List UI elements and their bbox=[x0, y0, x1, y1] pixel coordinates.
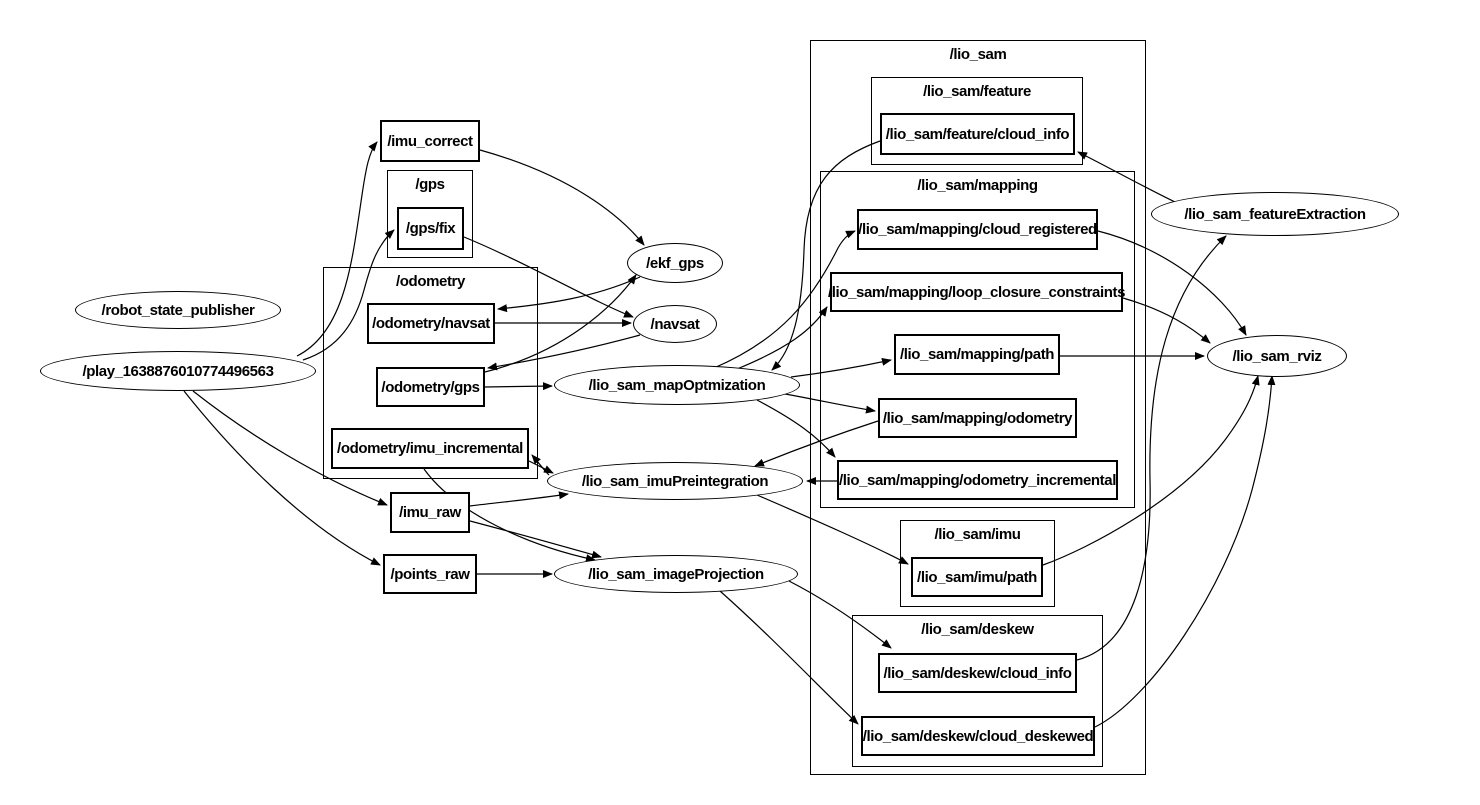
topic-label-gps-fix: /gps/fix bbox=[405, 220, 456, 237]
topic-box-lio-sam-deskew-cloud-info[interactable]: /lio_sam/deskew/cloud_info bbox=[878, 653, 1077, 693]
node-ellipse-lio-sam-imu-preintegration[interactable]: /lio_sam_imuPreintegration bbox=[547, 462, 803, 500]
edge-imu_raw-to-imu_preintegration bbox=[469, 491, 569, 507]
topic-label-lio-sam-mapping-odometry-incremental: /lio_sam/mapping/odometry_incremental bbox=[839, 471, 1116, 489]
node-label-ekf-gps: /ekf_gps bbox=[646, 254, 704, 272]
topic-box-points-raw[interactable]: /points_raw bbox=[383, 554, 477, 594]
topic-label-odometry-navsat: /odometry/navsat bbox=[372, 315, 490, 332]
topic-label-imu-correct: /imu_correct bbox=[387, 132, 473, 150]
topic-label-lio-sam-mapping-path: /lio_sam/mapping/path bbox=[899, 346, 1055, 363]
topic-box-gps-fix[interactable]: /gps/fix bbox=[397, 207, 464, 250]
node-label-navsat: /navsat bbox=[650, 315, 700, 333]
node-label-lio-sam-image-projection: /lio_sam_imageProjection bbox=[588, 565, 764, 583]
node-label-play: /play_1638876010774496563 bbox=[82, 362, 274, 380]
topic-label-lio-sam-feature-cloud-info: /lio_sam/feature/cloud_info bbox=[885, 125, 1070, 143]
edge-imu_correct-to-ekf_gps bbox=[479, 149, 645, 246]
node-ellipse-lio-sam-map-optmization[interactable]: /lio_sam_mapOptmization bbox=[554, 365, 800, 405]
topic-label-lio-sam-deskew-cloud-info: /lio_sam/deskew/cloud_info bbox=[883, 664, 1072, 682]
node-ellipse-robot-state-publisher[interactable]: /robot_state_publisher bbox=[75, 291, 281, 329]
namespace-box-gps: /gps bbox=[387, 170, 473, 258]
topic-box-lio-sam-mapping-odometry[interactable]: /lio_sam/mapping/odometry bbox=[878, 398, 1077, 438]
topic-box-odometry-gps[interactable]: /odometry/gps bbox=[376, 367, 485, 407]
topic-label-imu-raw: /imu_raw bbox=[399, 504, 461, 521]
topic-box-lio-sam-mapping-odometry-incremental[interactable]: /lio_sam/mapping/odometry_incremental bbox=[837, 460, 1118, 500]
topic-label-points-raw: /points_raw bbox=[390, 565, 470, 583]
topic-box-lio-sam-mapping-loop-closure-constraints[interactable]: /lio_sam/mapping/loop_closure_constraint… bbox=[828, 272, 1126, 312]
topic-box-odometry-imu-incremental[interactable]: /odometry/imu_incremental bbox=[331, 428, 529, 469]
node-label-lio-sam-map-optmization: /lio_sam_mapOptmization bbox=[588, 376, 766, 394]
topic-label-lio-sam-mapping-odometry: /lio_sam/mapping/odometry bbox=[882, 409, 1073, 427]
namespace-box-lio-sam-feature: /lio_sam/feature bbox=[871, 77, 1083, 165]
topic-box-lio-sam-imu-path[interactable]: /lio_sam/imu/path bbox=[911, 557, 1043, 597]
node-ellipse-lio-sam-rviz[interactable]: /lio_sam_rviz bbox=[1207, 335, 1347, 377]
node-label-lio-sam-imu-preintegration: /lio_sam_imuPreintegration bbox=[581, 472, 769, 490]
namespace-label-lio-sam: /lio_sam bbox=[949, 46, 1007, 63]
topic-label-odometry-imu-incremental: /odometry/imu_incremental bbox=[337, 440, 523, 457]
topic-label-lio-sam-deskew-cloud-deskewed: /lio_sam/deskew/cloud_deskewed bbox=[862, 727, 1094, 745]
topic-box-lio-sam-mapping-path[interactable]: /lio_sam/mapping/path bbox=[894, 334, 1060, 375]
namespace-label-lio-sam-deskew: /lio_sam/deskew bbox=[921, 621, 1034, 638]
topic-box-lio-sam-feature-cloud-info[interactable]: /lio_sam/feature/cloud_info bbox=[880, 113, 1075, 155]
namespace-label-lio-sam-mapping: /lio_sam/mapping bbox=[917, 177, 1038, 194]
topic-label-odometry-gps: /odometry/gps bbox=[381, 378, 480, 396]
node-ellipse-play[interactable]: /play_1638876010774496563 bbox=[40, 351, 316, 391]
node-label-lio-sam-feature-extraction: /lio_sam_featureExtraction bbox=[1184, 205, 1366, 223]
namespace-label-gps: /gps bbox=[415, 176, 445, 193]
topic-box-lio-sam-deskew-cloud-deskewed[interactable]: /lio_sam/deskew/cloud_deskewed bbox=[861, 716, 1095, 756]
topic-label-lio-sam-mapping-cloud-registered: /lio_sam/mapping/cloud_registered bbox=[858, 221, 1097, 238]
node-ellipse-navsat[interactable]: /navsat bbox=[633, 305, 717, 343]
topic-box-imu-correct[interactable]: /imu_correct bbox=[380, 120, 480, 162]
namespace-label-lio-sam-imu: /lio_sam/imu bbox=[934, 526, 1021, 543]
namespace-label-lio-sam-feature: /lio_sam/feature bbox=[923, 83, 1031, 100]
topic-label-lio-sam-imu-path: /lio_sam/imu/path bbox=[917, 568, 1037, 586]
namespace-label-odometry: /odometry bbox=[396, 273, 465, 290]
topic-box-imu-raw[interactable]: /imu_raw bbox=[390, 492, 470, 533]
node-ellipse-ekf-gps[interactable]: /ekf_gps bbox=[627, 243, 723, 283]
topic-label-lio-sam-mapping-loop-closure-constraints: /lio_sam/mapping/loop_closure_constraint… bbox=[828, 283, 1126, 301]
topic-box-odometry-navsat[interactable]: /odometry/navsat bbox=[367, 303, 495, 344]
node-ellipse-lio-sam-feature-extraction[interactable]: /lio_sam_featureExtraction bbox=[1151, 192, 1399, 236]
node-label-robot-state-publisher: /robot_state_publisher bbox=[101, 301, 255, 319]
edge-imu_raw-to-image_projection bbox=[469, 520, 602, 559]
node-ellipse-lio-sam-image-projection[interactable]: /lio_sam_imageProjection bbox=[554, 555, 798, 593]
node-label-lio-sam-rviz: /lio_sam_rviz bbox=[1232, 347, 1322, 365]
topic-box-lio-sam-mapping-cloud-registered[interactable]: /lio_sam/mapping/cloud_registered bbox=[857, 209, 1098, 250]
